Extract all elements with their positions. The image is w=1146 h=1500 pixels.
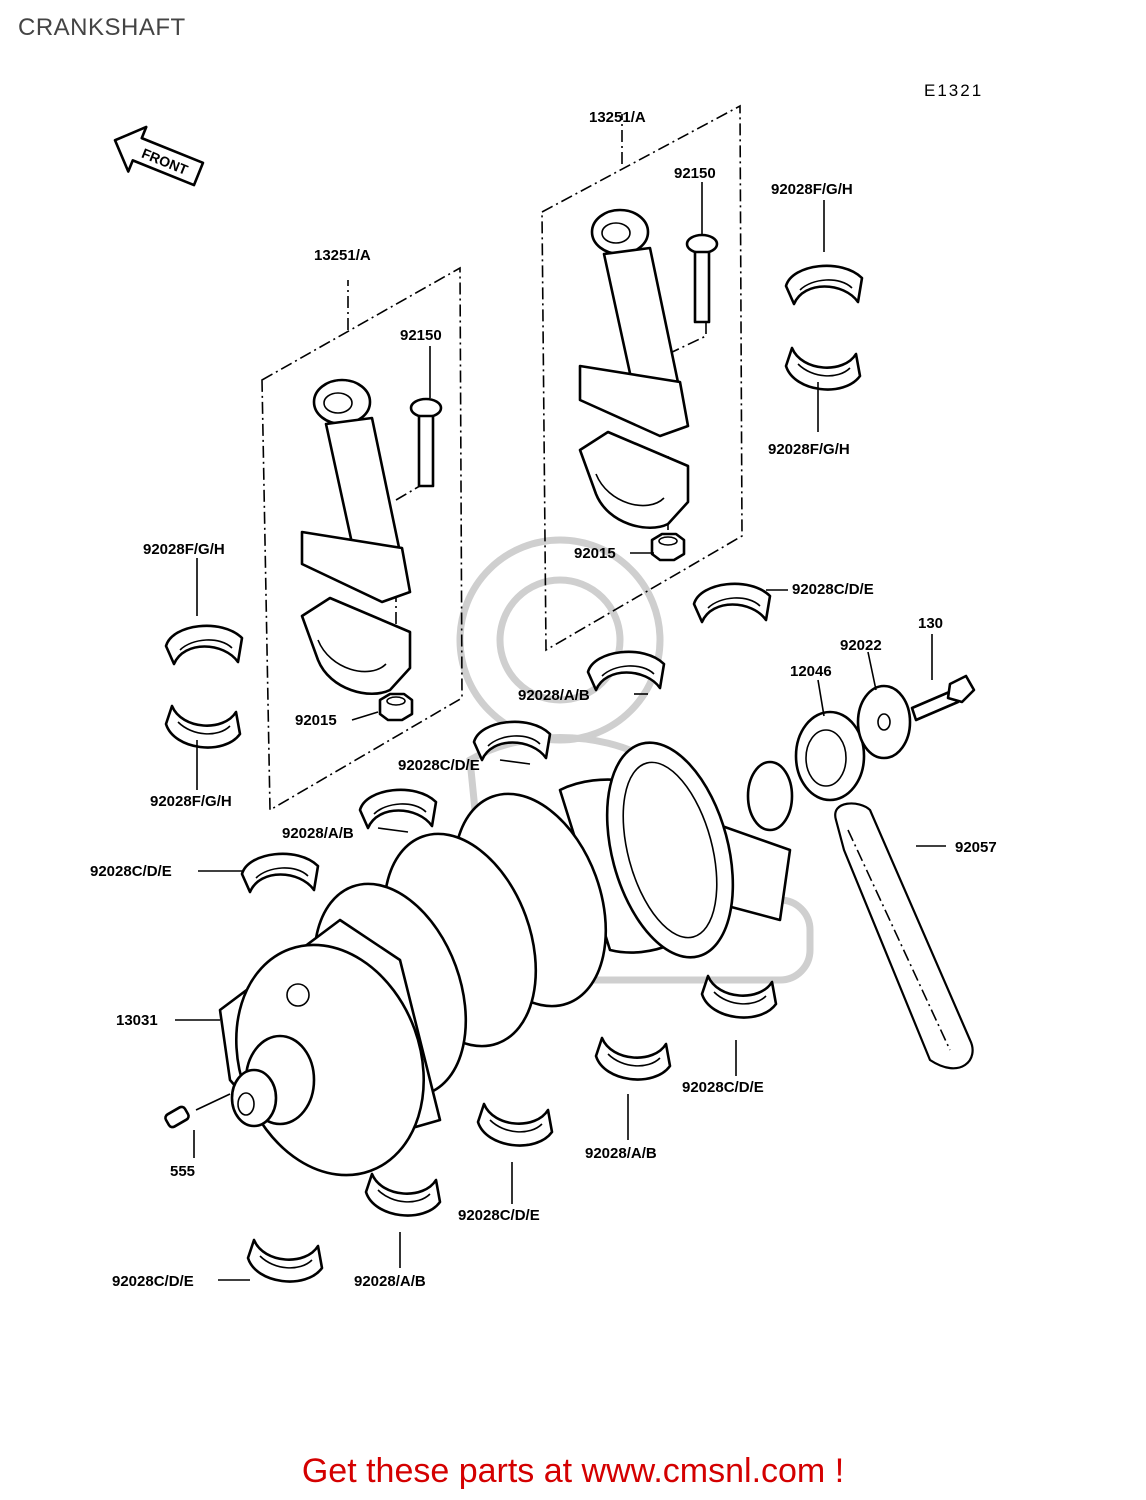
label-rod-bearing-lower-right: 92028F/G/H [768,441,850,458]
conrod-group-left [164,266,463,812]
main-bearing-ab-4 [364,1172,442,1217]
conrod-cap-left [300,596,412,695]
crankshaft [218,741,794,1177]
washer-92022 [856,684,912,760]
conrod-bolt-right [685,233,719,324]
pin-555 [164,1105,190,1129]
front-arrow-icon: FRONT [113,125,205,187]
label-main-bearing-cde-3: 92028C/D/E [90,863,172,880]
conrod-left [300,378,412,604]
label-cam-chain: 92057 [955,839,997,856]
conrod-group-right [541,104,864,652]
main-bearing-cde-3 [240,852,320,894]
diagram-code: E1321 [924,81,983,100]
leader-lines [175,182,946,1281]
rod-bearing-upper-left [164,624,244,666]
label-main-bearing-cde-2: 92028C/D/E [398,757,480,774]
conrod-nut-left [378,692,414,722]
conrod-right [578,208,690,438]
conrod-bolt-left [409,397,443,488]
label-main-bearing-cde-5: 92028C/D/E [458,1207,540,1224]
label-main-bearing-ab-4: 92028/A/B [354,1273,426,1290]
bolt-130 [910,674,976,722]
label-pin: 555 [170,1163,195,1180]
rod-bearing-upper-right [784,264,864,306]
main-bearing-ab-3 [594,1036,672,1081]
page-title: CRANKSHAFT [18,14,186,41]
main-bearing-cde-5 [476,1102,554,1147]
label-main-bearing-cde-6: 92028C/D/E [112,1273,194,1290]
rod-bearing-lower-left [164,704,242,749]
label-rod-bearing-lower-left: 92028F/G/H [150,793,232,810]
label-conrod-nut-left: 92015 [295,712,337,729]
label-sprocket: 12046 [790,663,832,680]
label-rod-bearing-upper-right: 92028F/G/H [771,181,853,198]
crankshaft-exploded-diagram: E1321 FRONT [90,81,997,1290]
label-rod-bearing-upper-left: 92028F/G/H [143,541,225,558]
label-main-bearing-cde-4: 92028C/D/E [682,1079,764,1096]
sprocket-12046 [794,710,866,802]
label-conrod-assy-right: 13251/A [589,109,646,126]
label-washer: 92022 [840,637,882,654]
main-bearing-cde-6 [246,1238,324,1283]
label-main-bearing-ab-2: 92028/A/B [282,825,354,842]
rod-bearing-lower-right [784,346,862,391]
main-bearing-cde-2 [472,720,552,762]
label-main-bearing-ab-3: 92028/A/B [585,1145,657,1162]
label-crankshaft: 13031 [116,1012,158,1029]
label-conrod-nut-right: 92015 [574,545,616,562]
crank-end-sprocket [746,760,794,832]
label-conrod-bolt-left: 92150 [400,327,442,344]
cam-chain-92057 [834,802,974,1070]
label-main-bearing-cde-1: 92028C/D/E [792,581,874,598]
main-bearing-ab-2 [358,788,438,830]
crank-nose [230,1034,316,1128]
conrod-nut-right [650,532,686,562]
label-main-bearing-ab-1: 92028/A/B [518,687,590,704]
conrod-cap-right [578,430,690,529]
crank-gear [605,741,735,959]
main-bearing-cde-1 [692,582,772,624]
label-conrod-bolt-right: 92150 [674,165,716,182]
label-bolt: 130 [918,615,943,632]
label-conrod-assy-left: 13251/A [314,247,371,264]
parts-shop-link[interactable]: Get these parts at www.cmsnl.com ! [301,1452,845,1490]
